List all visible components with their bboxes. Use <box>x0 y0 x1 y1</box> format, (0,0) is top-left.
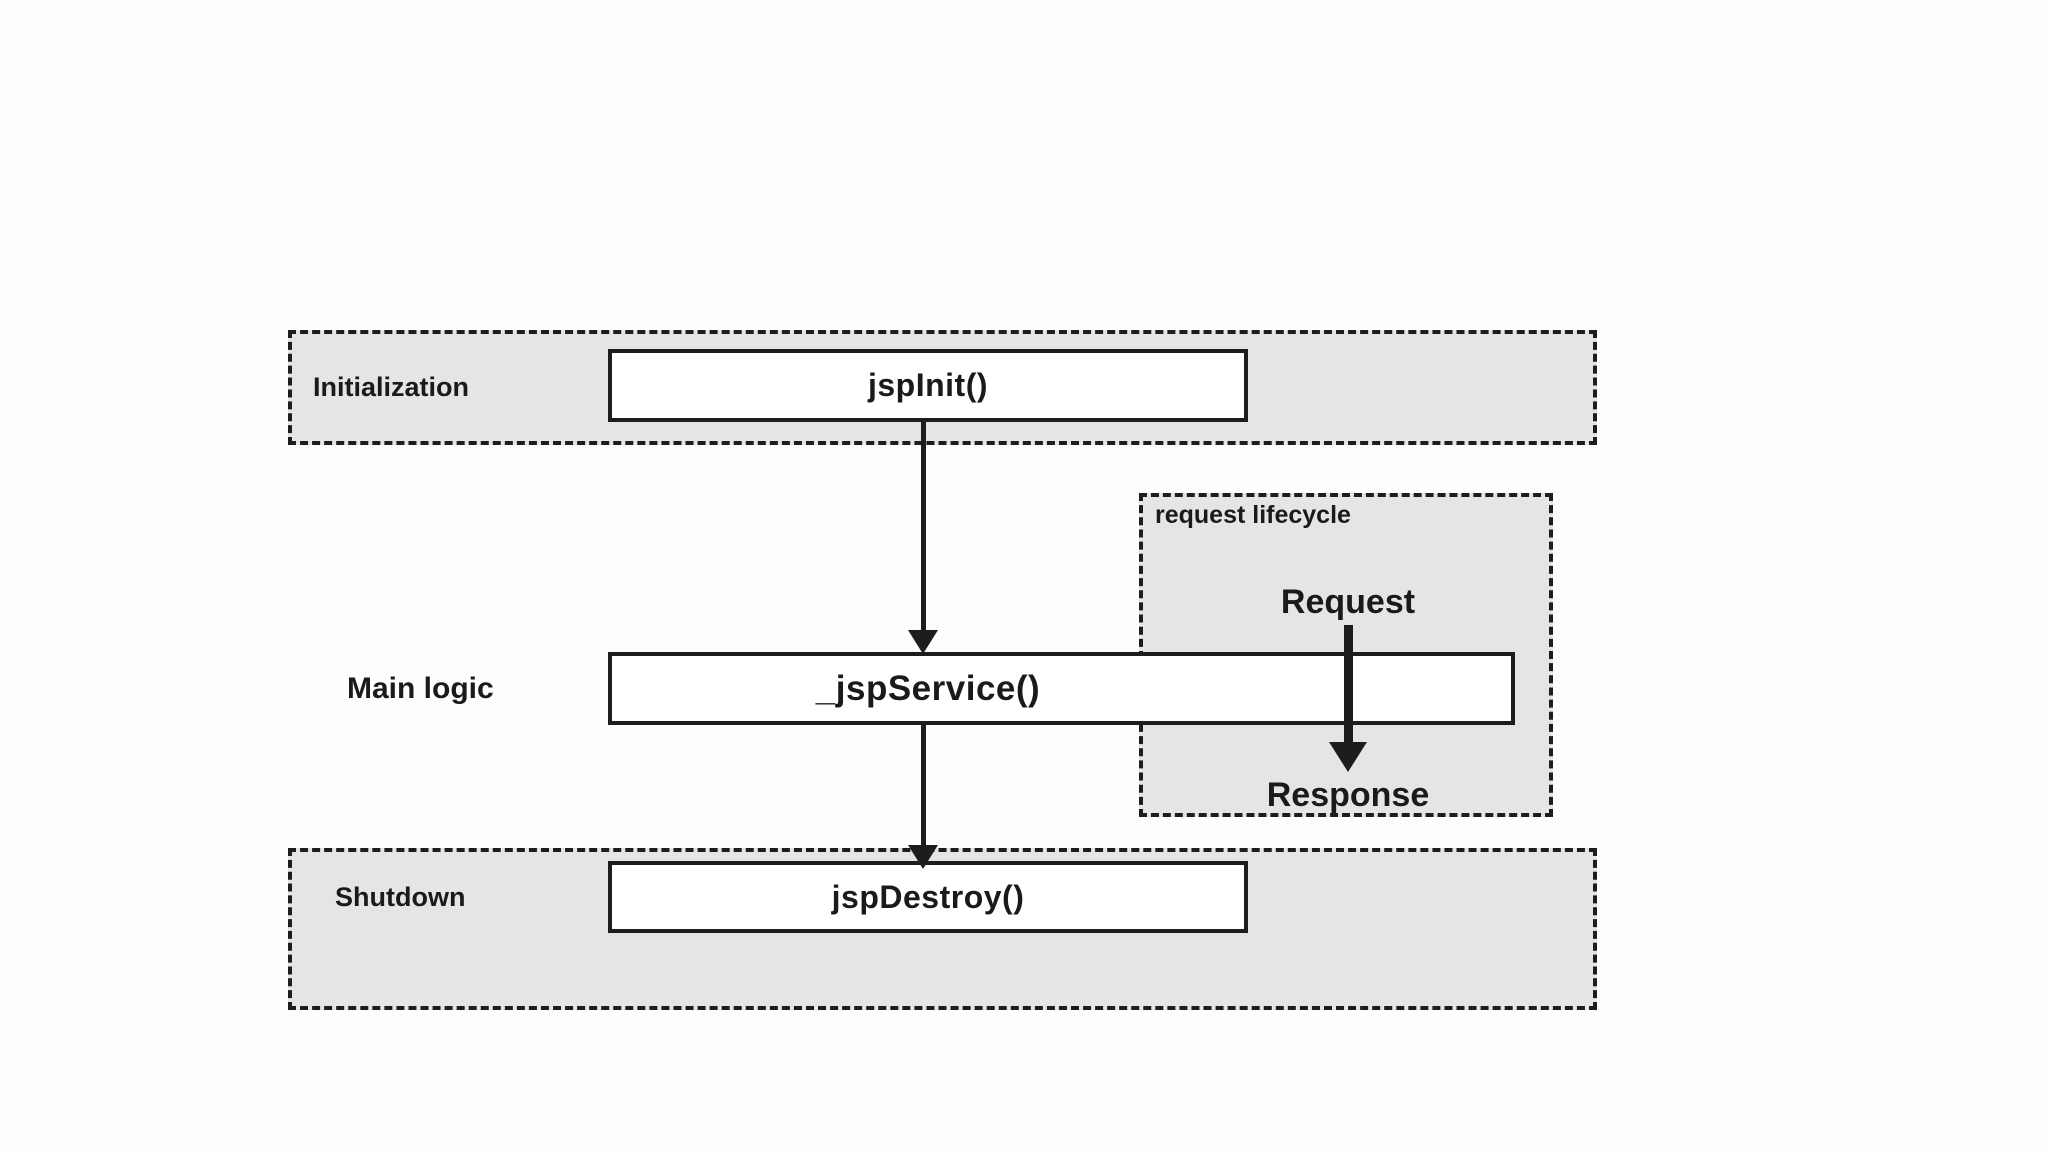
jspinit-method-text: jspInit() <box>867 367 989 403</box>
shutdown-label: Shutdown <box>335 881 466 912</box>
request-lifecycle-title: request lifecycle <box>1155 501 1351 529</box>
initialization-label: Initialization <box>313 372 470 402</box>
arrow-down-icon <box>908 630 938 654</box>
jspdestroy-method-text: jspDestroy() <box>831 878 1025 915</box>
jspservice-method-text: _jspService() <box>815 668 1041 708</box>
main-logic-label: Main logic <box>347 671 494 705</box>
response-label: Response <box>1266 776 1430 814</box>
arrow-request-to-response-line <box>1344 625 1353 745</box>
jspservice-method-box <box>608 652 1515 725</box>
arrow-down-icon <box>908 845 938 869</box>
arrow-jspinit-to-jspservice-line <box>921 422 926 633</box>
arrow-down-icon <box>1329 742 1367 772</box>
arrow-jspservice-to-jspdestroy-line <box>921 725 926 847</box>
jspinit-method-box: jspInit() <box>608 349 1248 422</box>
request-label: Request <box>1280 583 1416 621</box>
jspdestroy-method-box: jspDestroy() <box>608 861 1248 933</box>
